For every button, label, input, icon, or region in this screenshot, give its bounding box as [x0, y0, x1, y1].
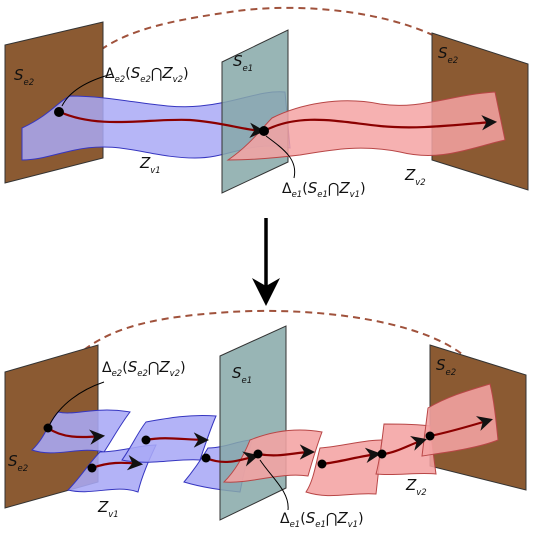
top-label-s-e2-left: Se2	[14, 66, 34, 88]
top-leader-delta-e2	[61, 73, 113, 107]
bottom-label-z-v2: Zv2	[405, 476, 427, 498]
bottom-leader-delta-e1	[259, 459, 289, 511]
bottom-point-6	[317, 459, 327, 469]
bottom-point-7	[377, 449, 387, 459]
top-path-segment-2	[263, 115, 498, 132]
top-leader-delta-e1	[265, 135, 296, 179]
bottom-point-3	[141, 435, 151, 445]
bottom-point-8	[425, 431, 435, 441]
top-point-left	[54, 107, 64, 117]
bottom-point-5	[253, 449, 263, 459]
top-panel: Se2 Se1 Se2 Zv1 Zv2 Δe2(Se2⋂Zv2) Δe1(Se1…	[4, 6, 529, 200]
bottom-path-segment-6	[321, 447, 382, 466]
bottom-label-delta-e2: Δe2(Se2⋂Zv2)	[102, 358, 186, 379]
top-label-delta-e2: Δe2(Se2⋂Zv2)	[105, 64, 189, 85]
bottom-point-1	[43, 423, 53, 433]
top-region-z-v2	[226, 91, 506, 161]
bottom-path-segment-8	[429, 416, 493, 438]
top-point-middle	[259, 126, 269, 136]
top-label-delta-e1: Δe1(Se1⋂Zv1)	[282, 179, 366, 200]
top-plane-s-e1	[221, 29, 289, 194]
bottom-path-segment-3	[145, 432, 210, 448]
top-label-z-v2: Zv2	[404, 166, 426, 188]
bottom-label-z-v1: Zv1	[97, 498, 119, 520]
bottom-leader-delta-e2	[49, 381, 105, 425]
top-label-z-v1: Zv1	[139, 154, 161, 176]
top-label-s-e2-right: Se2	[438, 44, 458, 66]
bottom-label-delta-e1: Δe1(Se1⋂Zv1)	[280, 509, 364, 530]
top-label-s-e1: Se1	[233, 52, 253, 74]
bottom-label-s-e2-right: Se2	[436, 356, 456, 378]
bottom-path-segment-4	[205, 451, 259, 467]
bottom-patch-pink-2	[305, 439, 383, 497]
bottom-point-4	[201, 453, 211, 463]
top-path-segment-1	[59, 110, 266, 138]
bottom-panel: Se2 Se1 Se2 Zv1 Zv2 Δe2(Se2⋂Zv2) Δe1(Se1…	[4, 309, 527, 530]
bottom-point-2	[87, 463, 97, 473]
bottom-path-segment-5	[257, 444, 316, 460]
bottom-label-s-e1: Se1	[232, 364, 252, 386]
top-dashed-arc	[59, 6, 491, 119]
bottom-patch-pink-4	[421, 383, 499, 457]
bottom-label-s-e2-left: Se2	[8, 452, 28, 474]
down-arrow	[252, 218, 280, 306]
bottom-path-segment-7	[383, 435, 427, 456]
bottom-plane-s-e1	[219, 325, 287, 521]
